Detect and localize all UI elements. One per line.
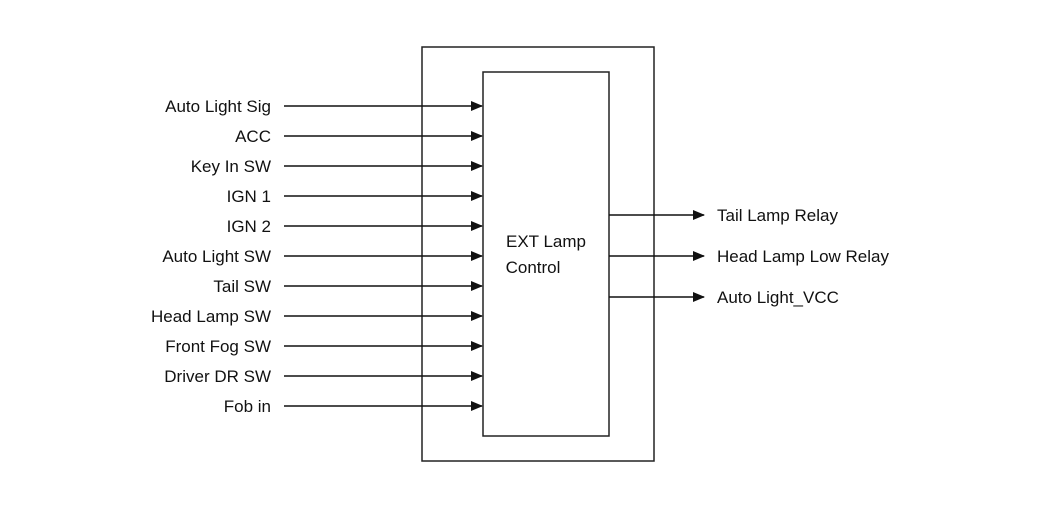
input-label: ACC [235,127,271,146]
input-label: Fob in [224,397,271,416]
output-label: Head Lamp Low Relay [717,247,889,266]
block-title-line2: Control [506,258,561,277]
input-signal: Fob in [224,397,483,416]
input-label: Auto Light Sig [165,97,271,116]
output-label: Auto Light_VCC [717,288,839,307]
output-signal: Head Lamp Low Relay [609,247,889,266]
output-label: Tail Lamp Relay [717,206,838,225]
input-label: Tail SW [213,277,271,296]
ext-lamp-control-block [482,71,610,437]
input-signal: IGN 1 [227,187,483,206]
output-signal: Auto Light_VCC [609,288,839,307]
input-signal: Key In SW [191,157,483,176]
input-signal: Auto Light Sig [165,97,483,116]
input-signal: Front Fog SW [165,337,483,356]
input-signal: Head Lamp SW [151,307,483,326]
input-signal: Tail SW [213,277,483,296]
input-label: IGN 2 [227,217,271,236]
input-label: Key In SW [191,157,271,176]
output-signal: Tail Lamp Relay [609,206,838,225]
outer-enclosure-box [421,46,655,462]
input-label: Head Lamp SW [151,307,271,326]
input-label: Driver DR SW [164,367,271,386]
input-signal: Driver DR SW [164,367,483,386]
block-title-line1: EXT Lamp [506,232,586,251]
input-signal: ACC [235,127,483,146]
input-signal: Auto Light SW [162,247,483,266]
input-label: Front Fog SW [165,337,271,356]
input-label: Auto Light SW [162,247,271,266]
input-label: IGN 1 [227,187,271,206]
input-signal: IGN 2 [227,217,483,236]
